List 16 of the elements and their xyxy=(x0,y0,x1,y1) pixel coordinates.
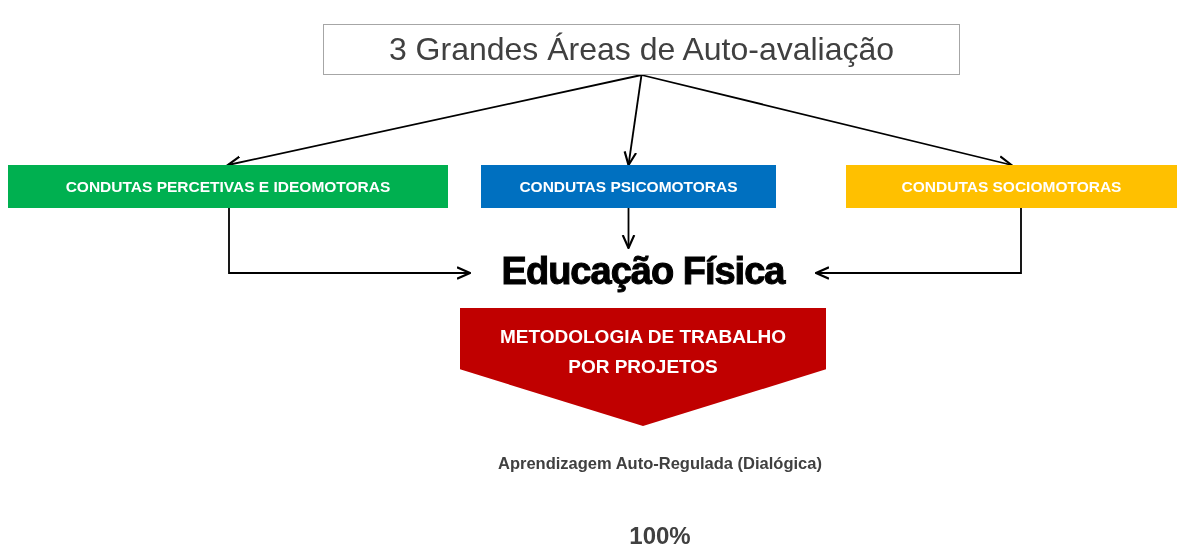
arrow xyxy=(621,207,636,250)
node-label: 3 Grandes Áreas de Auto-avaliação xyxy=(388,31,895,68)
node-label: METODOLOGIA DE TRABALHO POR PROJETOS xyxy=(498,325,788,379)
title-box xyxy=(323,24,960,75)
arrow xyxy=(814,207,1022,280)
arrow xyxy=(228,207,472,280)
category-band xyxy=(481,165,776,208)
category-band xyxy=(8,165,448,208)
node-label: CONDUTAS SOCIOMOTORAS xyxy=(901,177,1122,196)
heading-text: Educação Física xyxy=(501,249,785,293)
node-label: CONDUTAS PERCETIVAS E IDEOMOTORAS xyxy=(65,177,391,196)
caption-text: Aprendizagem Auto-Regulada (Dialógica) xyxy=(497,453,823,474)
percentage-text: 100% xyxy=(628,521,692,546)
category-band xyxy=(846,165,1177,208)
node-label: CONDUTAS PSICOMOTORAS xyxy=(519,177,738,196)
arrow xyxy=(623,74,643,167)
